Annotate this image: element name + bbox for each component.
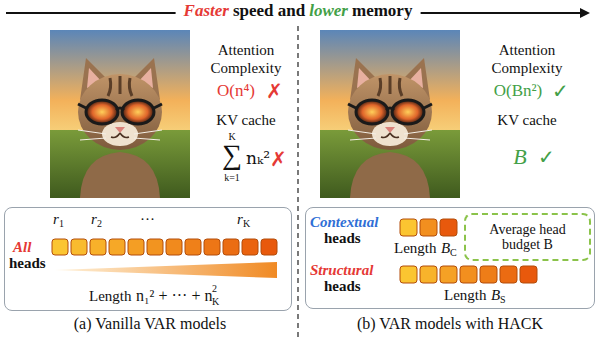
head-token-square xyxy=(90,239,106,255)
head-token-square xyxy=(128,239,144,255)
head-token-square xyxy=(147,239,163,255)
head-token-square xyxy=(500,266,517,283)
panel-text: B xyxy=(491,287,500,304)
figure-label: B xyxy=(513,145,526,169)
figure-label: k=1 xyxy=(224,172,240,183)
panel-text: heads xyxy=(324,278,361,295)
panel-text: 1 xyxy=(59,218,64,229)
head-token-square xyxy=(71,239,87,255)
figure-label: O(n⁴) xyxy=(217,82,255,101)
panel-text: heads xyxy=(9,255,46,272)
panel-text: r xyxy=(237,211,243,228)
panel-text: Length xyxy=(444,287,487,304)
panel-text: Contextual xyxy=(310,214,378,231)
hack-heads-panel: ContextualheadsLengthBCStructuralheadsLe… xyxy=(305,207,595,309)
panel-text: r xyxy=(53,211,59,228)
banner-title: Fasterspeed andlowermemory xyxy=(176,2,421,21)
head-token-square xyxy=(460,266,477,283)
banner-word: lower xyxy=(309,1,348,20)
panel-text: S xyxy=(500,294,506,305)
panel-text: K xyxy=(243,218,250,229)
figure-label: Attention xyxy=(499,42,556,59)
status-mark: ✗ xyxy=(266,80,283,102)
figure-label: (b) VAR models with HACK xyxy=(357,315,543,333)
figure-label: KV cache xyxy=(216,112,275,129)
panel-text: n₁² + ··· + n xyxy=(136,287,212,305)
head-token-square xyxy=(400,266,417,283)
panel-text: All xyxy=(13,239,31,256)
figure-label: (a) Vanilla VAR models xyxy=(74,315,226,333)
figure-label: KV cache xyxy=(497,112,556,129)
banner-word: memory xyxy=(352,1,412,20)
figure-label: Complexity xyxy=(211,60,282,77)
panel-text: 2 xyxy=(212,283,217,294)
figure-label: Complexity xyxy=(492,60,563,77)
panel-text: K xyxy=(212,296,219,307)
head-token-square xyxy=(204,239,220,255)
budget-box: Average head budget B xyxy=(464,213,591,261)
head-token-square xyxy=(109,239,125,255)
head-token-square xyxy=(440,219,457,236)
panel-text: B xyxy=(441,240,450,257)
figure-label: nₖ² xyxy=(246,149,270,168)
panel-text: heads xyxy=(324,230,361,247)
head-token-square xyxy=(400,219,417,236)
panel-divider xyxy=(297,26,298,337)
head-token-square xyxy=(420,219,437,236)
length-wedge xyxy=(55,262,277,278)
head-token-square xyxy=(52,239,68,255)
panel-text: C xyxy=(450,247,457,258)
figure-label: Attention xyxy=(218,42,275,59)
panel-text: 2 xyxy=(97,218,102,229)
panel-text: r xyxy=(91,211,97,228)
status-mark: ✓ xyxy=(538,146,555,168)
banner-word: Faster xyxy=(184,1,229,20)
panel-text: Structural xyxy=(310,262,373,279)
figure-label: ∑ xyxy=(222,140,242,171)
panel-text: Average head budget B xyxy=(474,222,581,253)
banner-word: speed and xyxy=(233,1,305,20)
panel-text: Length xyxy=(394,240,437,257)
head-token-square xyxy=(223,239,239,255)
cat-image xyxy=(320,30,460,198)
vanilla-heads-panel: r1r2···rKAllheadsLengthn₁² + ··· + n2K xyxy=(4,207,292,311)
head-token-square xyxy=(261,239,277,255)
cat-image xyxy=(50,30,190,198)
panel-text: Length xyxy=(89,288,132,305)
head-token-square xyxy=(440,266,457,283)
status-mark: ✗ xyxy=(270,148,287,170)
head-token-square xyxy=(242,239,258,255)
head-token-square xyxy=(520,266,537,283)
head-token-square xyxy=(185,239,201,255)
head-token-square xyxy=(420,266,437,283)
panel-text: ··· xyxy=(140,211,155,228)
head-token-square xyxy=(166,239,182,255)
status-mark: ✓ xyxy=(552,80,569,102)
head-token-square xyxy=(480,266,497,283)
figure-label: O(Bn²) xyxy=(494,82,543,101)
